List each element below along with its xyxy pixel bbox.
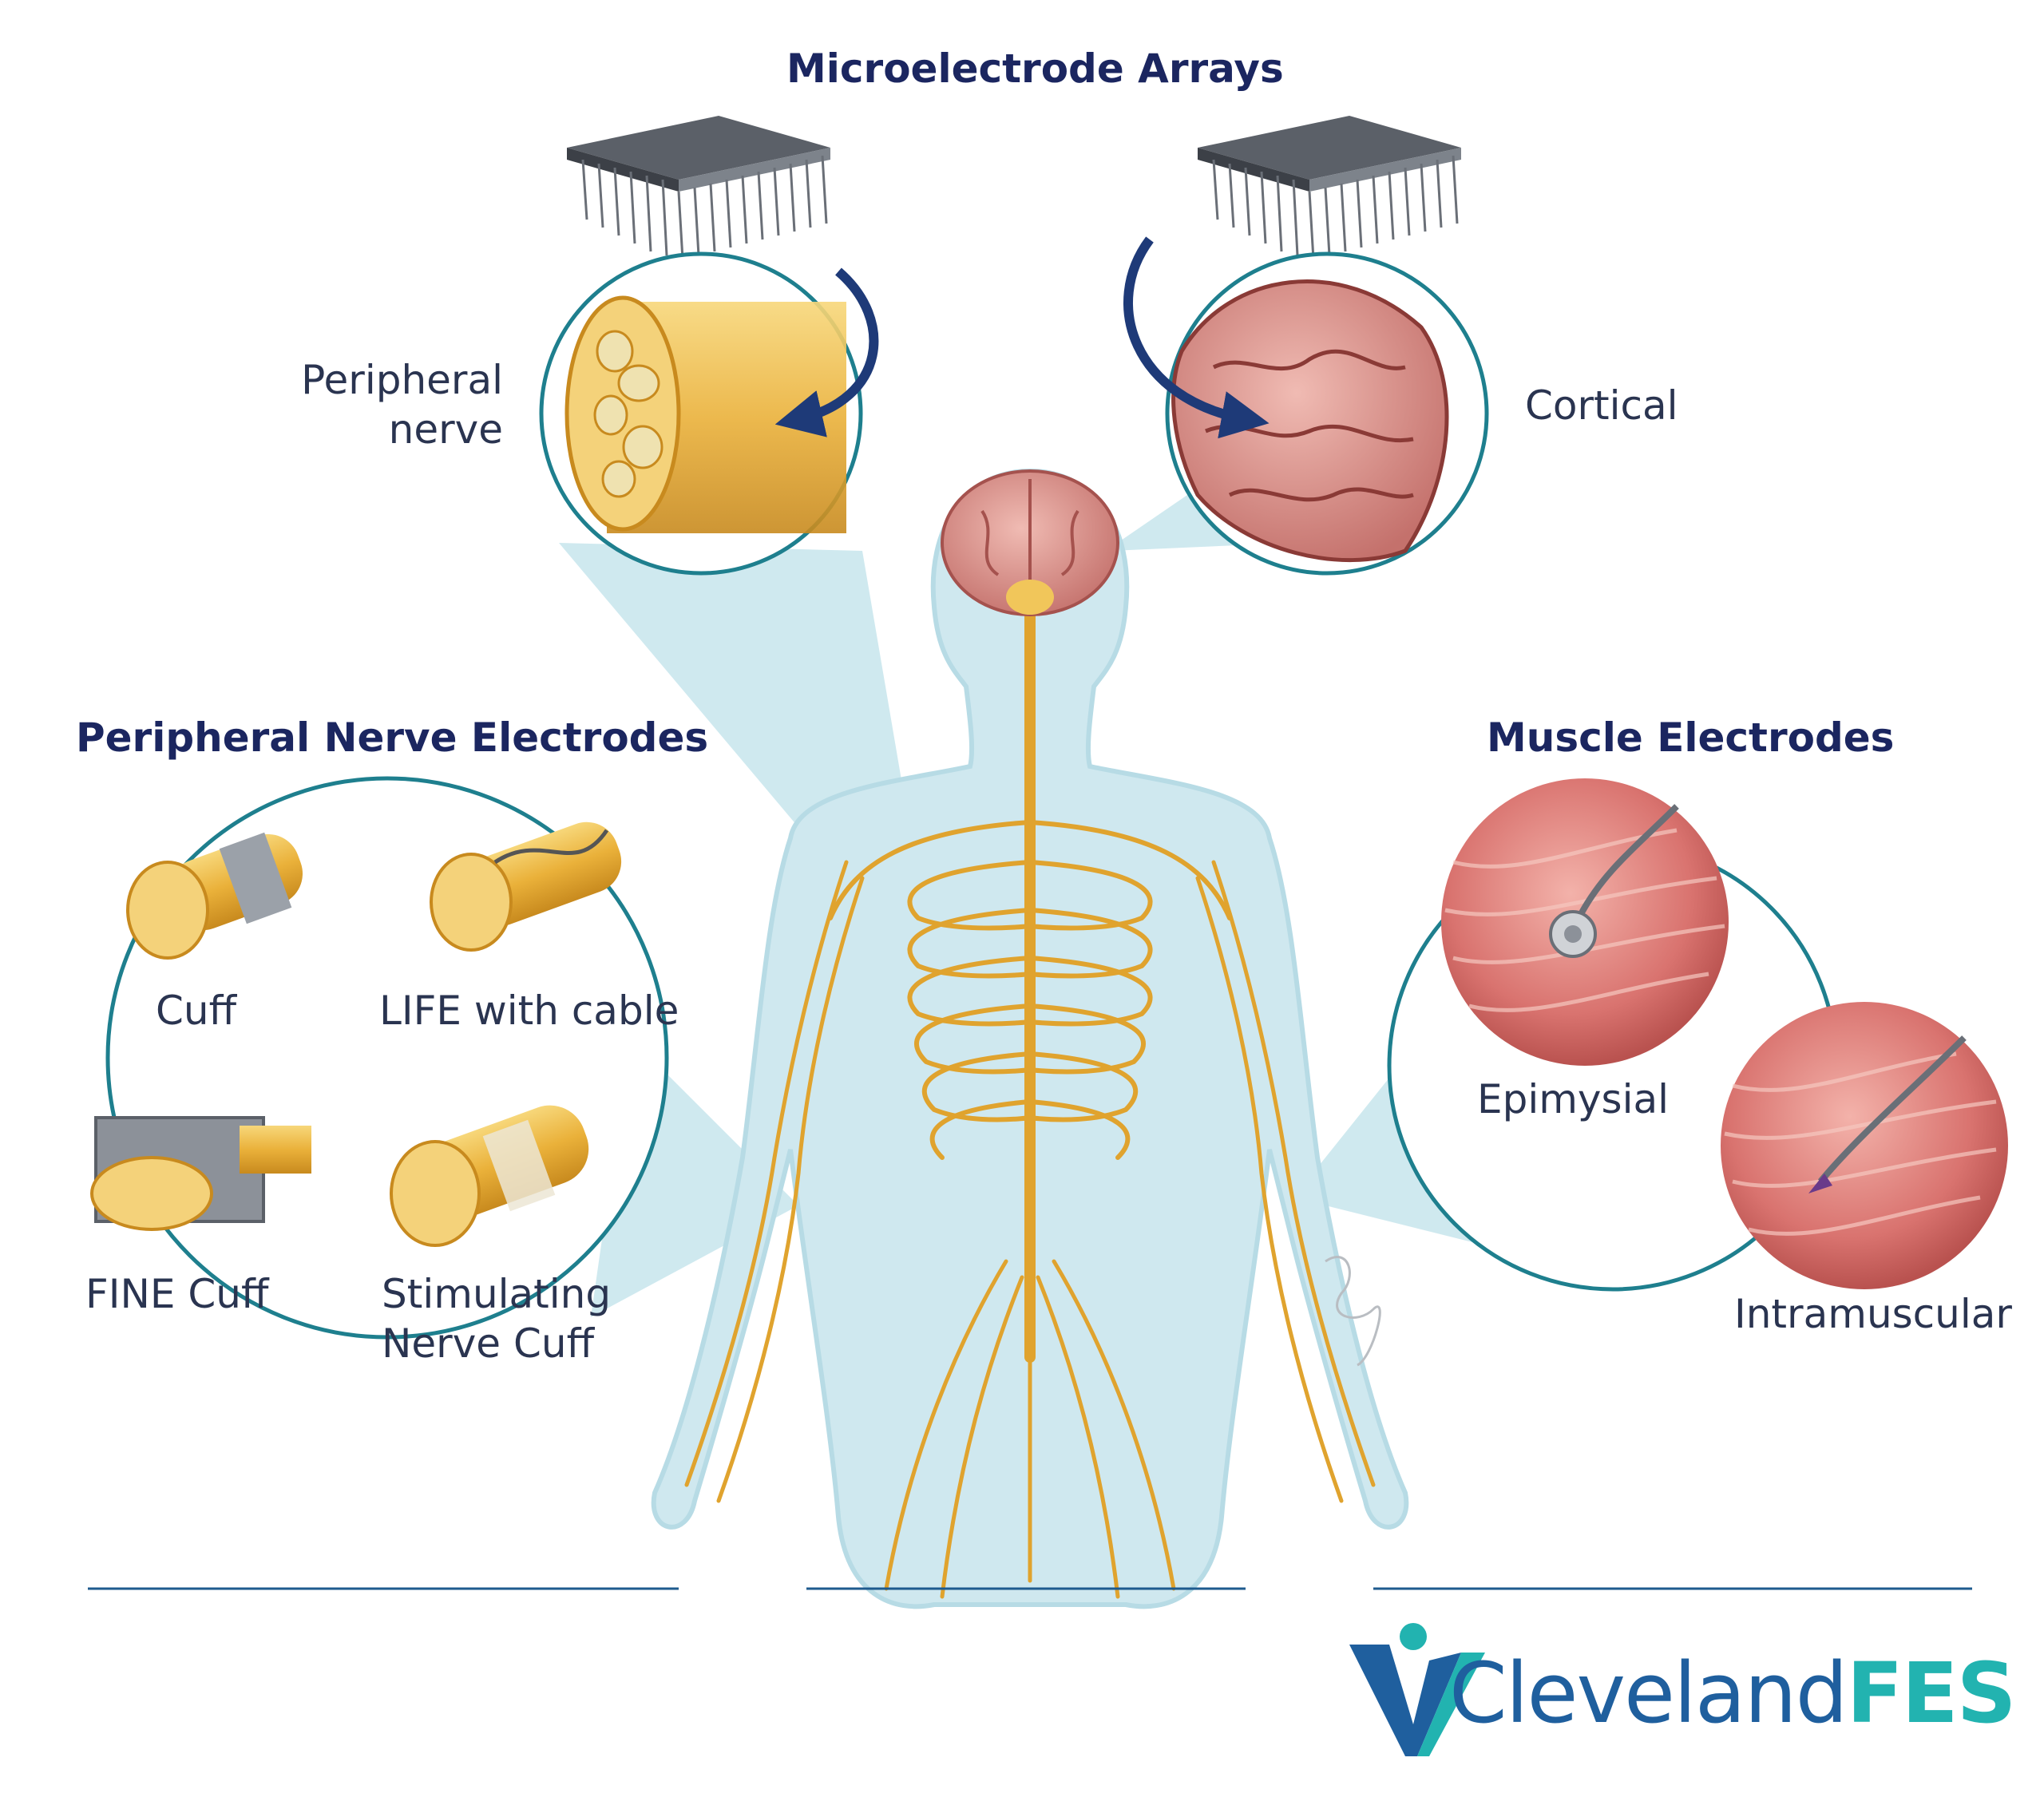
- cleveland-fes-logo-icon: [1349, 1623, 1485, 1756]
- microelectrode-array-left-icon: [567, 116, 830, 260]
- peripheral-nerve-electrodes-inset: [90, 776, 669, 1340]
- logo-text-fes: FES: [1846, 1645, 2017, 1742]
- stimulating-nerve-cuff-line1: Stimulating: [382, 1271, 612, 1317]
- cuff-electrode-icon: [126, 832, 303, 960]
- cleveland-fes-logo-text: ClevelandFES: [1449, 1645, 2017, 1742]
- fine-cuff-label: FINE Cuff: [85, 1271, 269, 1317]
- peripheral-nerve-label-line2: nerve: [388, 406, 503, 453]
- peripheral-nerve-label: Peripheral nerve: [263, 355, 503, 454]
- life-electrode-icon: [430, 821, 622, 952]
- nervous-system: [684, 601, 1376, 1599]
- logo-text-cleveland: Cleveland: [1449, 1645, 1848, 1742]
- fine-cuff-electrode-icon: [90, 1116, 311, 1231]
- life-with-cable-label: LIFE with cable: [379, 988, 679, 1034]
- peripheral-nerve-label-line1: Peripheral: [301, 357, 503, 403]
- peripheral-nerve-electrodes-heading: Peripheral Nerve Electrodes: [76, 714, 709, 761]
- microelectrode-array-right-icon: [1198, 116, 1461, 260]
- artist-signature: [1325, 1256, 1381, 1367]
- cortical-label: Cortical: [1525, 382, 1678, 429]
- epimysial-label: Epimysial: [1477, 1076, 1669, 1122]
- stimulating-nerve-cuff-label: Stimulating Nerve Cuff: [382, 1269, 611, 1368]
- brain-icon: [941, 469, 1119, 616]
- intramuscular-label: Intramuscular: [1734, 1291, 2012, 1337]
- muscle-electrodes-inset: [1387, 778, 2008, 1292]
- cortical-inset: [1123, 236, 1489, 576]
- peripheral-nerve-inset: [539, 251, 879, 576]
- microelectrode-arrays-heading: Microelectrode Arrays: [786, 46, 1284, 92]
- cuff-label: Cuff: [156, 988, 237, 1034]
- stimulating-nerve-cuff-icon: [390, 1105, 589, 1247]
- muscle-electrodes-heading: Muscle Electrodes: [1487, 714, 1895, 761]
- stimulating-nerve-cuff-line2: Nerve Cuff: [382, 1320, 595, 1367]
